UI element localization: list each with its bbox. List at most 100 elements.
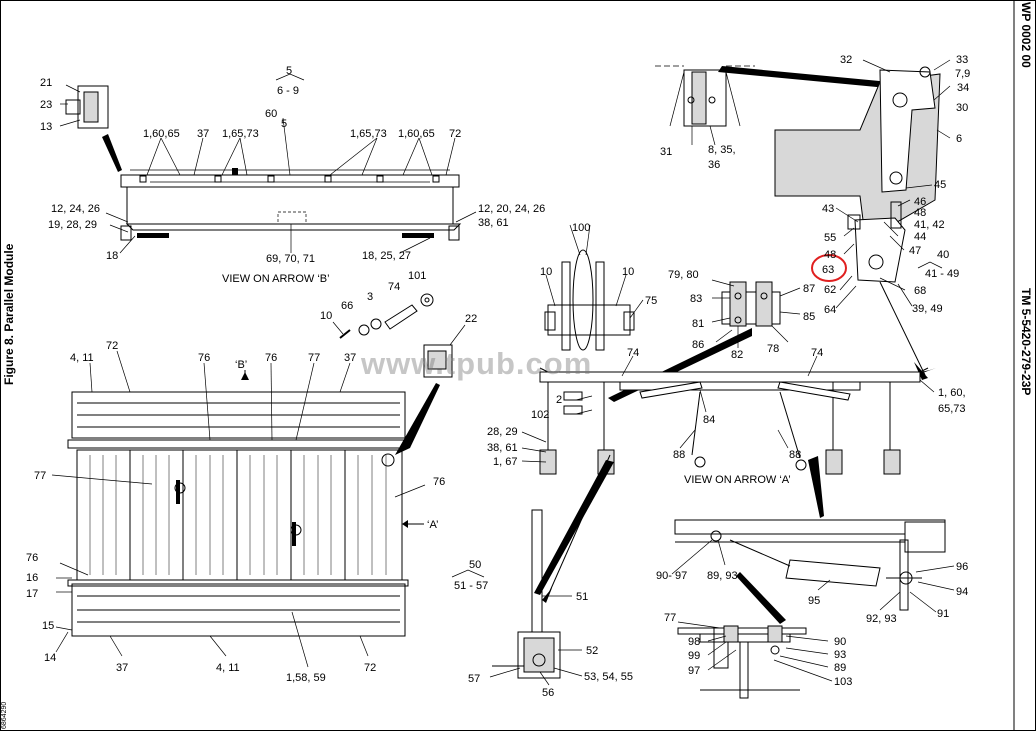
callout-label: 4, 11 (70, 352, 94, 364)
callout-label: 37 (197, 128, 209, 140)
callout-label: 10 (540, 266, 552, 278)
callout-label: 75 (645, 295, 657, 307)
callout-label: 39, 49 (912, 303, 943, 315)
callout-label: 90- 97 (656, 570, 687, 582)
callout-label: 88 (789, 449, 801, 461)
callout-label: 4, 11 (216, 662, 240, 674)
callout-label: 76 (265, 352, 277, 364)
callout-label: 30 (956, 102, 968, 114)
callout-group-50: 50 51 - 57 (454, 559, 488, 592)
callout-label: 14 (44, 652, 56, 664)
callout-label: 86 (692, 339, 704, 351)
callout-label: 3 (367, 291, 373, 303)
callout-label: 74 (627, 347, 639, 359)
callout-label: 76 (26, 552, 38, 564)
roller-detail (544, 224, 644, 351)
callout-label: 16 (26, 572, 38, 584)
callout-label: 81 (692, 318, 704, 330)
callout-label: 31 (660, 146, 672, 158)
callout-label: 96 (956, 561, 968, 573)
callout-label: 74 (388, 281, 400, 293)
callout-label: 72 (106, 340, 118, 352)
view-b-frame-drawing (59, 73, 477, 254)
arrow-a-label: ‘A’ (427, 519, 438, 531)
view-a-label: VIEW ON ARROW ‘A’ (684, 474, 791, 486)
hinge-pin-hardware (339, 293, 434, 339)
bolt-inset (655, 65, 755, 127)
callout-label: 72 (449, 128, 461, 140)
callout-label: 32 (840, 54, 852, 66)
callout-label: 17 (26, 588, 38, 600)
callout-label: 91 (937, 608, 949, 620)
callout-label: 1,60,65 (398, 128, 435, 140)
strut-detail-drawing (671, 456, 955, 699)
callout-label: 66 (341, 300, 353, 312)
callout-label: 77 (308, 352, 320, 364)
callout-label: 55 (824, 232, 836, 244)
callout-label: 12, 24, 26 (51, 203, 100, 215)
callout-label: 63 (822, 264, 834, 276)
callout-label: 52 (586, 645, 598, 657)
callout-label: 100 (572, 222, 590, 234)
callout-label: 88 (673, 449, 685, 461)
callout-label: 6 (956, 133, 962, 145)
callout-label: 1, 67 (493, 456, 517, 468)
callout-label: 13 (40, 121, 52, 133)
callout-label: 65,73 (938, 403, 966, 415)
callout-label: 76 (433, 476, 445, 488)
callout-label: 33 (956, 54, 968, 66)
callout-label: 98 (688, 636, 700, 648)
callout-label: 95 (808, 595, 820, 607)
callout-label: 87 (803, 283, 815, 295)
callout-label: 38, 61 (487, 442, 518, 454)
callout-label: 8, 35, (708, 144, 736, 156)
callout-label: 47 (909, 245, 921, 257)
callout-label: 79, 80 (668, 269, 699, 281)
callout-label: 22 (465, 313, 477, 325)
callout-label: 99 (688, 650, 700, 662)
callout-label: 51 (576, 591, 588, 603)
callout-label: 34 (957, 82, 969, 94)
callout-label: 21 (40, 77, 52, 89)
callout-label: 45 (934, 179, 946, 191)
callout-label: 1,65,73 (222, 128, 259, 140)
callout-label: 64 (824, 304, 836, 316)
callout-label: 76 (198, 352, 210, 364)
callout-label: 90 (834, 636, 846, 648)
callout-label: 43 (822, 203, 834, 215)
callout-label: 72 (364, 662, 376, 674)
ramp-handle-drawing (451, 454, 614, 686)
callout-label: 6 - 9 (277, 85, 299, 97)
callout-label: 1,58, 59 (286, 672, 326, 684)
arrow-b-label: ‘B’ (235, 359, 247, 371)
callout-label: 36 (708, 159, 720, 171)
callout-label: 5 (286, 65, 292, 77)
callout-label: 5 (281, 118, 287, 130)
callout-label: 83 (690, 293, 702, 305)
callout-label: 40 (937, 249, 949, 261)
callout-label: 53, 54, 55 (584, 671, 633, 683)
callout-label: 82 (731, 349, 743, 361)
callout-label: 7,9 (955, 68, 970, 80)
callout-label: 74 (811, 347, 823, 359)
clamp-detail (711, 279, 801, 348)
callout-label: 10 (320, 310, 332, 322)
callout-label: 97 (688, 665, 700, 677)
callout-label: 46 (914, 196, 926, 208)
callout-label: 77 (34, 470, 46, 482)
watermark: www.tpub.com (361, 346, 593, 381)
callout-label: 69, 70, 71 (266, 253, 315, 265)
callout-label: 89, 93 (707, 570, 738, 582)
callout-label: 78 (767, 343, 779, 355)
callout-label: 1,60,65 (143, 128, 180, 140)
callout-label: 57 (468, 673, 480, 685)
callout-label: 48 (914, 207, 926, 219)
callout-label: 68 (914, 285, 926, 297)
callout-label: 94 (956, 586, 968, 598)
callout-label: 62 (824, 284, 836, 296)
callout-label: 37 (116, 662, 128, 674)
callout-label: 23 (40, 99, 52, 111)
callout-label: 89 (834, 662, 846, 674)
callout-label: 102 (531, 409, 549, 421)
